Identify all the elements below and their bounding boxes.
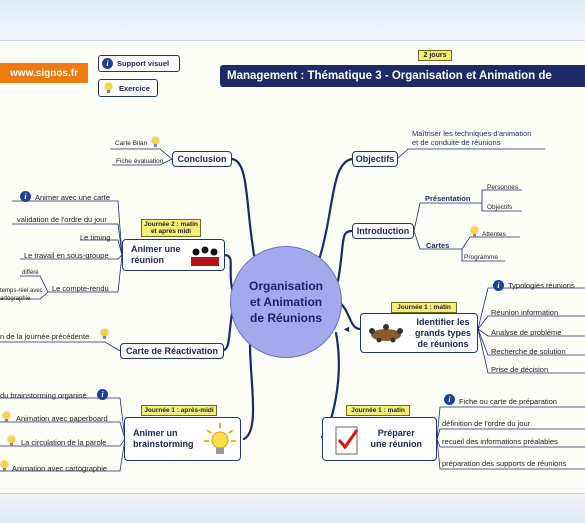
objectifs-leaf-line-2: et de conduite de réunions	[412, 138, 501, 147]
duration-tag: 2 jours	[418, 50, 452, 61]
site-banner[interactable]: www.signos.fr	[0, 63, 88, 83]
animer-line-2: réunion	[131, 255, 164, 265]
reactivation-label: Carte de Réactivation	[125, 345, 219, 356]
idea-lightbulb-icon	[203, 422, 237, 458]
leaf-cr-differe: différé	[22, 270, 39, 276]
leaf-personnes: Personnes	[487, 184, 519, 191]
info-icon: i	[444, 394, 455, 405]
preparer-leaf-2: recueil des informations préalables	[442, 437, 558, 446]
objectifs-leaf-line-1: Maîtriser les techniques d'animation	[412, 129, 532, 138]
leaf-fiche-evaluation: Fiche évaluation	[116, 158, 164, 165]
support-visuel-label: Support visuel	[117, 59, 170, 68]
lightbulb-icon	[2, 412, 11, 423]
identifier-line-1: Identifier les	[416, 316, 470, 327]
objectifs-label: Objectifs	[355, 153, 395, 164]
team-icon	[189, 244, 221, 268]
branch-reactivation[interactable]: Carte de Réactivation	[120, 343, 224, 359]
brainstorming-leaf-1: Animation avec paperboard	[16, 414, 108, 423]
preparer-leaf-3: préparation des supports de réunions	[442, 459, 567, 468]
preparer-line-2: une réunion	[370, 439, 423, 449]
animer-leaf-3: Le travail en sous-groupe	[24, 251, 109, 260]
preparer-line-1: Préparer	[377, 428, 415, 438]
site-url: www.signos.fr	[10, 67, 78, 79]
center-line-3: de Réunions	[249, 311, 322, 325]
lightbulb-icon	[100, 329, 109, 340]
cr-temps-reel-line-1: temps-réel avec	[0, 288, 43, 294]
animer-leaf-2: Le timing	[80, 233, 111, 242]
preparer-leaf-1: définition de l'ordre du jour	[442, 419, 531, 428]
mindmap-canvas: www.signos.fr i Support visuel Exercice …	[0, 40, 585, 494]
identifier-leaf-3: Recherche de solution	[491, 347, 566, 356]
conclusion-label: Conclusion	[177, 153, 227, 164]
identifier-leaf-0: Typologies réunions	[508, 281, 575, 290]
page-title: Management : Thématique 3 - Organisation…	[220, 65, 585, 87]
leaf-carte-bilan: Carte Bilan	[115, 140, 148, 147]
animer-leaf-0: Animer avec une carte	[35, 193, 111, 202]
title-text: Management : Thématique 3 - Organisation…	[227, 70, 552, 82]
identifier-line-2: grands types	[414, 327, 471, 338]
branch-objectifs[interactable]: Objectifs	[352, 151, 398, 167]
leaf-attentes: Attentes	[482, 231, 506, 238]
lightbulb-icon	[7, 436, 16, 447]
info-icon: i	[20, 191, 31, 202]
branch-animer[interactable]: Animer une réunion	[122, 239, 225, 271]
central-topic[interactable]: Organisation et Animation de Réunions	[230, 246, 342, 358]
info-icon: i	[102, 58, 113, 69]
brainstorming-leaf-2: La circulation de la parole	[21, 438, 107, 447]
identifier-leaf-1: Réunion information	[491, 308, 559, 317]
leaf-programme: Programme	[464, 254, 498, 261]
cr-temps-reel-line-2: artographie	[0, 296, 31, 302]
legend-support-visuel: i Support visuel	[98, 55, 180, 72]
introduction-label: Introduction	[356, 225, 410, 236]
identifier-leaf-4: Prise de décision	[491, 365, 549, 374]
leaf-presentation: Présentation	[425, 194, 471, 203]
reactivation-leaf: n de la journée précédente	[0, 332, 90, 341]
day-tag-preparer: Journée 1 : matin	[346, 405, 410, 416]
info-icon: i	[493, 280, 504, 291]
brainstorming-leaf-3: Animation avec cartographie	[12, 464, 108, 473]
day-tag-animer: Journée 2 : matin et après midi	[141, 219, 201, 237]
lightbulb-icon	[470, 227, 479, 238]
meeting-table-icon	[367, 323, 405, 343]
objectifs-leaf: Maîtriser les techniques d'animation et …	[412, 129, 531, 147]
info-icon: i	[97, 389, 108, 400]
leaf-cr-temps-reel: temps-réel avec artographie	[0, 287, 43, 303]
center-line-2: et Animation	[249, 295, 323, 309]
leaf-cartes: Cartes	[426, 241, 450, 250]
identifier-leaf-2: Analyse de problème	[491, 328, 562, 337]
brainstorming-line-1: Animer un	[133, 428, 178, 438]
animer-leaf-1: validation de l'ordre du jour	[17, 215, 107, 224]
animer-tag-line-1: Journée 2 : matin	[144, 221, 198, 228]
center-line-1: Organisation	[248, 279, 323, 293]
identifier-line-3: de réunions	[417, 338, 469, 349]
legend-exercice: Exercice	[98, 79, 158, 97]
lightbulb-icon	[0, 461, 9, 472]
animer-leaf-4: Le compte-rendu	[52, 284, 109, 293]
checklist-icon	[333, 424, 361, 456]
expand-icon[interactable]: ◄	[342, 324, 351, 334]
branch-identifier[interactable]: Identifier les grands types de réunions	[360, 313, 478, 353]
lightbulb-icon	[151, 137, 160, 148]
branch-introduction[interactable]: Introduction	[352, 223, 414, 239]
brainstorming-line-2: brainstorming	[133, 439, 194, 449]
day-tag-identifier: Journée 1 : matin	[391, 302, 457, 313]
brainstorming-leaf-0: du brainstorming organisé	[0, 391, 87, 400]
branch-preparer[interactable]: Préparer une réunion	[322, 417, 437, 461]
day-tag-brainstorming: Journée 1 : après-midi	[141, 405, 217, 416]
animer-line-1: Animer une	[131, 244, 181, 254]
branch-connectors	[0, 148, 585, 472]
preparer-leaf-0: Fiche ou carte de préparation	[459, 397, 557, 406]
branch-conclusion[interactable]: Conclusion	[172, 151, 232, 167]
exercice-label: Exercice	[119, 83, 150, 93]
branch-brainstorming[interactable]: Animer un brainstorming	[124, 417, 241, 461]
leaf-objectifs-intro: Objectifs	[487, 204, 513, 211]
animer-tag-line-2: et après midi	[150, 228, 192, 235]
lightbulb-icon	[104, 82, 113, 94]
